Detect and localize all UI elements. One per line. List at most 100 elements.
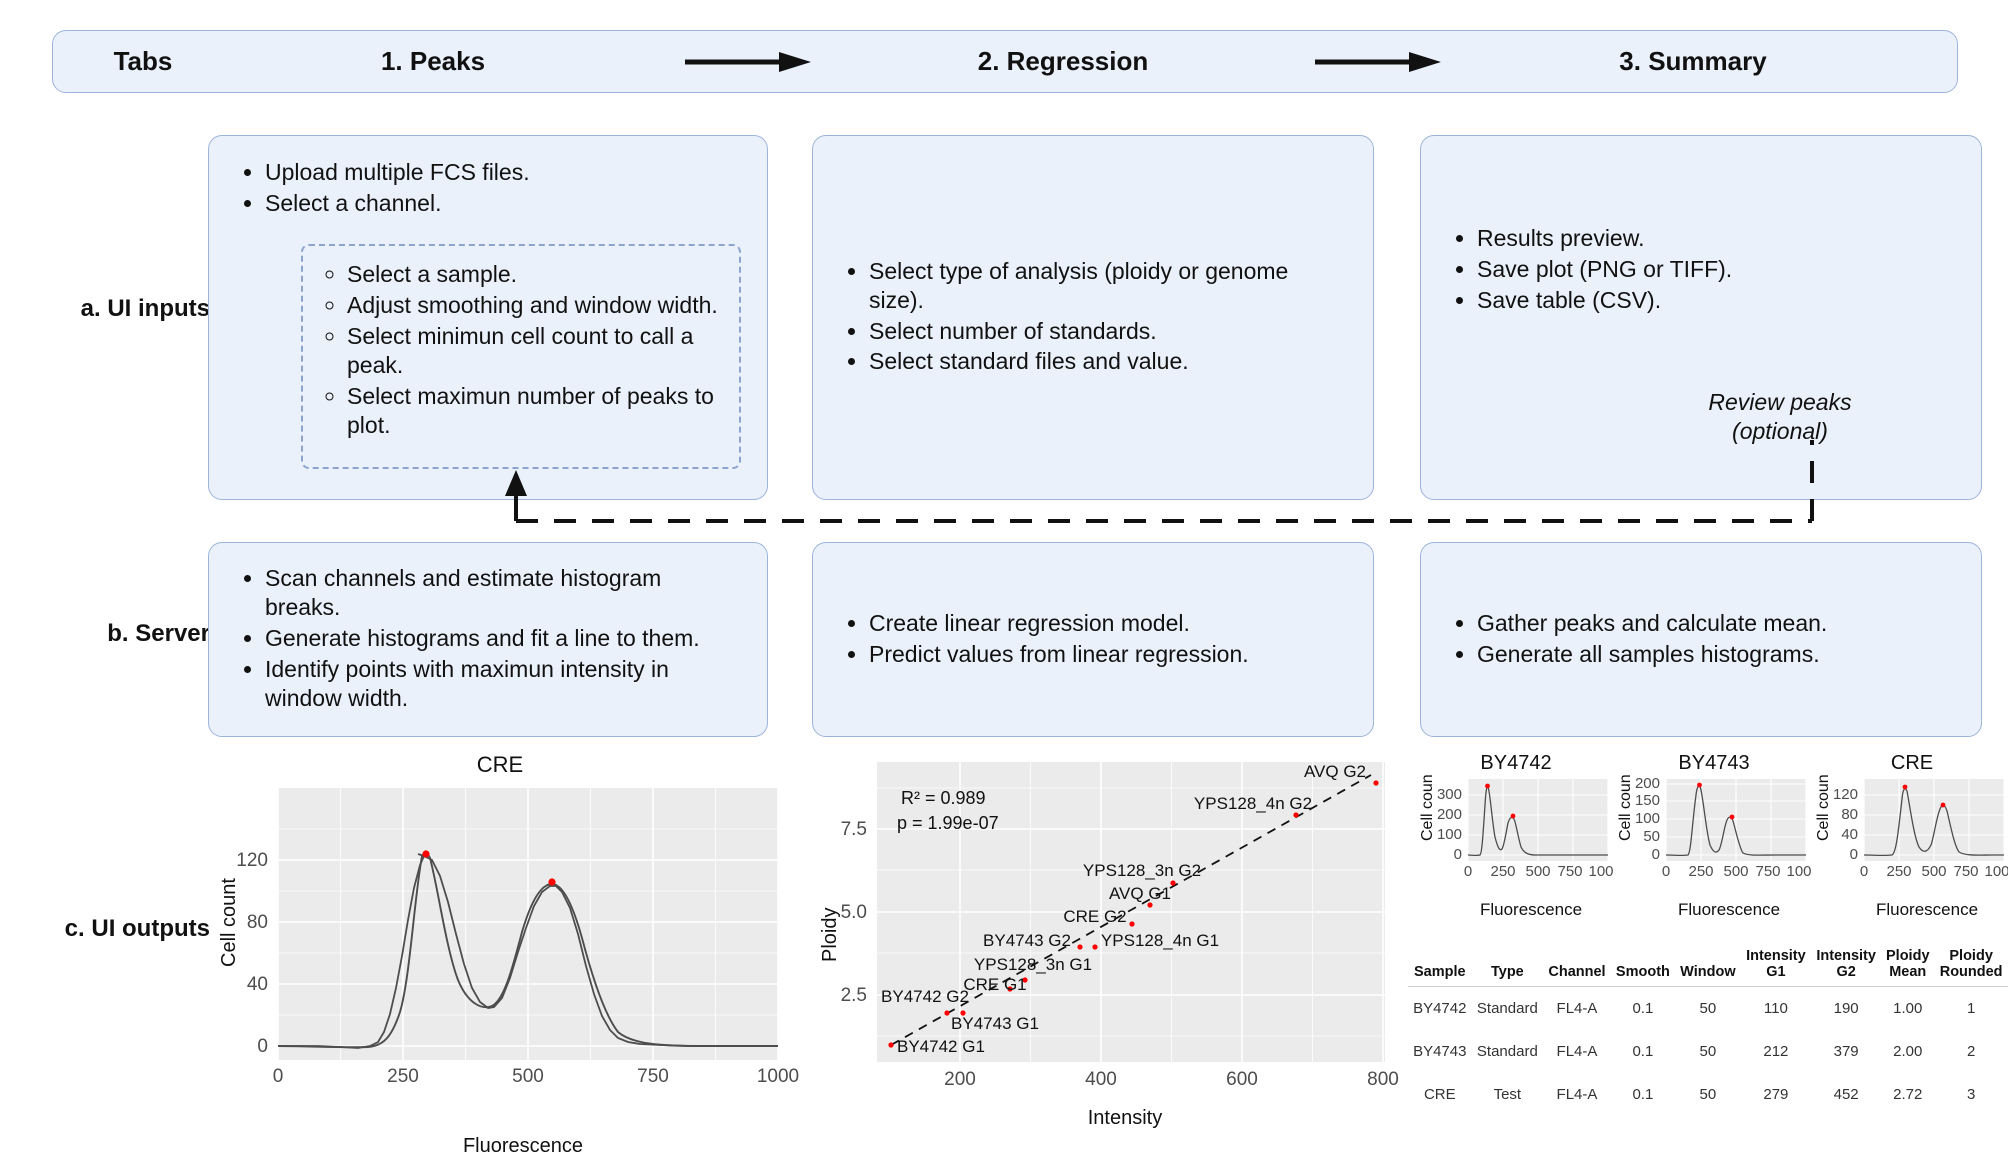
mini-plot-cre-xlabel: Fluorescence: [1875, 900, 1979, 919]
svg-text:200: 200: [1635, 775, 1660, 792]
svg-text:BY4742 G1: BY4742 G1: [897, 1037, 985, 1056]
svg-text:400: 400: [1085, 1069, 1117, 1090]
table-header-row: Sample Type Channel Smooth Window Intens…: [1408, 948, 2008, 987]
cell: 110: [1763, 1000, 1788, 1017]
svg-text:100: 100: [1786, 863, 1811, 880]
list-item: Select a channel.: [265, 189, 741, 218]
svg-text:0: 0: [1652, 846, 1660, 863]
cell: FL4-A: [1556, 1000, 1598, 1017]
svg-text:YPS128_4n G1: YPS128_4n G1: [1101, 931, 1219, 950]
svg-text:1000: 1000: [757, 1066, 799, 1087]
svg-text:500: 500: [512, 1066, 544, 1087]
plot-cre-title: CRE: [476, 752, 524, 777]
svg-text:40: 40: [1841, 826, 1858, 843]
card-server-peaks: Scan channels and estimate histogram bre…: [208, 542, 768, 737]
plot-regression-xlabel: Intensity: [1087, 1107, 1163, 1129]
cell: 0.1: [1632, 1086, 1654, 1103]
list-sample-options: Select a sample. Adjust smoothing and wi…: [303, 246, 739, 440]
svg-text:2.5: 2.5: [841, 985, 867, 1006]
list-item: Gather peaks and calculate mean.: [1477, 609, 1955, 638]
svg-text:120: 120: [1833, 786, 1858, 803]
mini-plot-by4742-svg: 0 100 200 300 0 250 500 750 100 Cell cou…: [1419, 769, 1614, 880]
list-item: Save table (CSV).: [1477, 286, 1955, 315]
plot-cre-xlabel: Fluorescence: [462, 1135, 584, 1157]
mini-histograms-group: BY4742 0 100 200 300 0 250 500: [1418, 752, 2008, 932]
svg-text:0: 0: [1860, 863, 1868, 880]
cell: Standard: [1476, 1043, 1538, 1060]
review-peaks-note: Review peaks (optional): [1660, 388, 1900, 446]
svg-text:500: 500: [1723, 863, 1748, 880]
cell: BY4742: [1413, 1000, 1467, 1017]
svg-text:600: 600: [1226, 1069, 1258, 1090]
cell: BY4743: [1413, 1043, 1467, 1060]
svg-text:100: 100: [1984, 863, 2008, 880]
cell: 50: [1699, 1086, 1717, 1103]
svg-text:CRE G1: CRE G1: [963, 975, 1026, 994]
svg-text:750: 750: [1755, 863, 1780, 880]
list-item: Save plot (PNG or TIFF).: [1477, 255, 1955, 284]
svg-text:CRE G2: CRE G2: [1063, 907, 1126, 926]
svg-text:250: 250: [1490, 863, 1515, 880]
cell: 2.00: [1893, 1043, 1923, 1060]
arrow-right-icon-2: [1263, 49, 1493, 75]
svg-text:40: 40: [247, 974, 268, 995]
tabs-bar: Tabs 1. Peaks 2. Regression 3. Summary: [52, 30, 1958, 93]
svg-text:120: 120: [236, 850, 268, 871]
cell: 2.72: [1893, 1086, 1923, 1103]
cell: 0.1: [1632, 1000, 1654, 1017]
list-ui-inputs-regression: Select type of analysis (ploidy or genom…: [813, 257, 1373, 379]
cell: 212: [1763, 1043, 1789, 1060]
list-item: Scan channels and estimate histogram bre…: [265, 564, 741, 622]
cell: 50: [1699, 1000, 1717, 1017]
plot-regression-scatter: R² = 0.989 p = 1.99e-07 BY4742 G1 BY4742…: [805, 752, 1405, 1137]
tab-peaks[interactable]: 1. Peaks: [380, 46, 486, 76]
review-peaks-note-line2: (optional): [1732, 417, 1828, 444]
tab-regression[interactable]: 2. Regression: [977, 46, 1149, 76]
col-sample: Sample: [1408, 948, 1472, 987]
svg-text:750: 750: [1953, 863, 1978, 880]
list-item: Upload multiple FCS files.: [265, 158, 741, 187]
svg-text:0: 0: [273, 1066, 284, 1087]
cell: FL4-A: [1556, 1086, 1598, 1103]
svg-text:BY4742 G2: BY4742 G2: [881, 987, 969, 1006]
svg-text:0: 0: [1464, 863, 1472, 880]
svg-text:Cell count: Cell count: [1419, 775, 1436, 841]
svg-text:100: 100: [1588, 863, 1613, 880]
svg-text:Cell count: Cell count: [1815, 775, 1832, 841]
table-row: BY4742 Standard FL4-A 0.1 50 110 190 1.0…: [1408, 987, 2008, 1031]
mini-plot-by4742-xlabel: Fluorescence: [1479, 900, 1583, 919]
arrow-right-icon: [633, 49, 863, 75]
col-type: Type: [1471, 948, 1544, 987]
mini-plot-by4743: BY4743 0 50 100 150 200 0: [1616, 752, 1812, 932]
mini-plot-by4743-svg: 0 50 100 150 200 0 250 500 750 100 Cell …: [1617, 769, 1812, 880]
summary-table: Sample Type Channel Smooth Window Intens…: [1408, 948, 2008, 1116]
col-window: Window: [1675, 948, 1741, 987]
svg-text:200: 200: [944, 1069, 976, 1090]
svg-text:BY4743 G2: BY4743 G2: [983, 931, 1071, 950]
svg-text:YPS128_4n G2: YPS128_4n G2: [1194, 794, 1312, 813]
cell: 1: [1966, 1000, 1976, 1017]
plot-cre-svg: 0 40 80 120 0 250 500 750 1000: [236, 788, 799, 1087]
svg-text:R² = 0.989: R² = 0.989: [901, 788, 986, 808]
svg-text:100: 100: [1635, 810, 1660, 827]
mini-plot-by4742-title: BY4742: [1480, 752, 1552, 774]
svg-text:750: 750: [1557, 863, 1582, 880]
row-label-ui-outputs: c. UI outputs: [64, 915, 210, 942]
tab-summary[interactable]: 3. Summary: [1619, 46, 1767, 76]
plot-cre-histogram: CRE: [200, 752, 800, 1157]
card-server-summary: Gather peaks and calculate mean. Generat…: [1420, 542, 1982, 737]
cell: Test: [1493, 1086, 1522, 1103]
cell: 379: [1833, 1043, 1859, 1060]
list-item: Select a sample.: [347, 260, 721, 289]
card-ui-inputs-regression: Select type of analysis (ploidy or genom…: [812, 135, 1374, 500]
list-item: Select minimun cell count to call a peak…: [347, 322, 721, 380]
svg-text:250: 250: [1688, 863, 1713, 880]
list-ui-inputs-summary: Results preview. Save plot (PNG or TIFF)…: [1421, 224, 1981, 317]
mini-plot-by4743-title: BY4743: [1678, 752, 1750, 774]
list-item: Create linear regression model.: [869, 609, 1347, 638]
mini-plot-cre-svg: 0 40 80 120 0 250 500 750 100 Cell count: [1815, 769, 2008, 880]
cell: 190: [1833, 1000, 1859, 1017]
